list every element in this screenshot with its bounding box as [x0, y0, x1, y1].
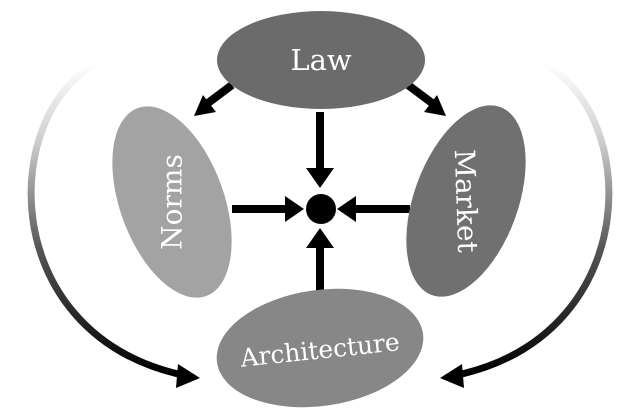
left-curved-arrow: [27, 58, 182, 378]
law-to-market-arrow: [405, 81, 446, 116]
right-curved-arrowhead: [440, 364, 464, 388]
center-dot: [306, 194, 336, 224]
law-ellipse: [217, 11, 425, 109]
left-curved-arrowhead: [176, 364, 200, 388]
norms-ellipse: [112, 106, 232, 298]
norms-node: Norms: [112, 106, 232, 298]
market-label: Market: [448, 149, 485, 254]
market-to-center-arrow: [337, 196, 410, 222]
norms-to-center-arrow: [232, 196, 304, 222]
market-ellipse: [406, 105, 526, 297]
law-to-center-arrow: [306, 112, 334, 188]
norms-label: Norms: [156, 154, 189, 250]
architecture-to-center-arrow: [306, 228, 334, 297]
right-curved-arrow: [458, 58, 613, 378]
architecture-node: Architecture: [216, 288, 424, 408]
law-to-norms-arrow: [194, 81, 235, 116]
market-node: Market: [406, 105, 526, 297]
law-label: Law: [290, 43, 352, 77]
architecture-ellipse: [216, 288, 424, 408]
law-node: Law: [217, 11, 425, 109]
